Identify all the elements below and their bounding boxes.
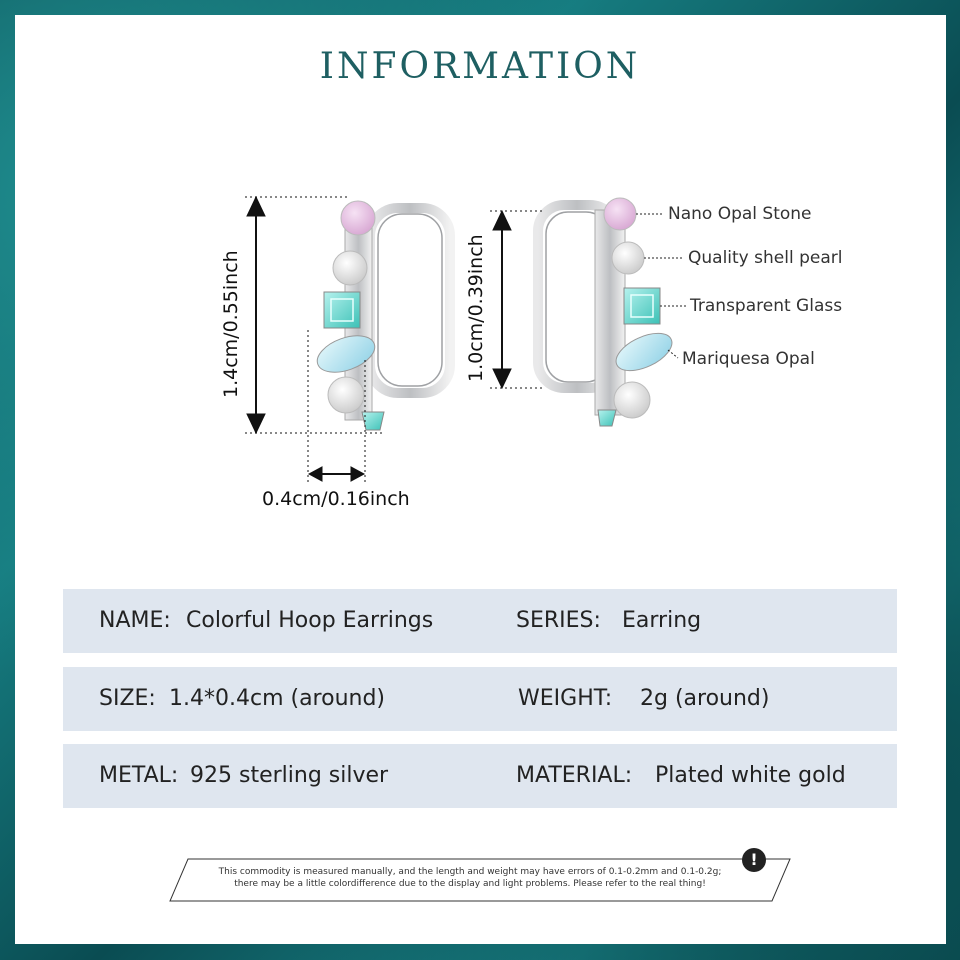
spec-row: SIZE: 1.4*0.4cm (around) WEIGHT: 2g (aro…	[63, 667, 897, 731]
spec-row: NAME: Colorful Hoop Earrings SERIES: Ear…	[63, 589, 897, 653]
notice-line-2: there may be a little colordifference du…	[234, 879, 706, 889]
callout-nano-opal: Nano Opal Stone	[668, 204, 812, 224]
spec-value: 1.4*0.4cm (around)	[169, 686, 386, 711]
spec-value: Earring	[622, 608, 702, 633]
callout-transparent-glass: Transparent Glass	[690, 296, 843, 316]
notice-line-1: This commodity is measured manually, and…	[218, 867, 722, 877]
spec-label: METAL:	[99, 763, 179, 788]
callout-shell-pearl: Quality shell pearl	[688, 248, 843, 268]
warning-icon: !	[742, 848, 766, 872]
right-earring	[533, 197, 673, 427]
spec-label: WEIGHT:	[518, 686, 613, 711]
left-height-dimension	[245, 195, 385, 435]
earring-diagram	[245, 195, 686, 485]
width-label: 0.4cm/0.16inch	[262, 488, 410, 510]
callout-mariquesa-opal: Mariquesa Opal	[682, 349, 815, 369]
spec-value: 2g (around)	[640, 686, 770, 711]
notice-text: This commodity is measured manually, and…	[200, 866, 740, 890]
spec-label: MATERIAL:	[516, 763, 633, 788]
spec-value: Plated white gold	[655, 763, 846, 788]
spec-label: NAME:	[99, 608, 171, 633]
width-dimension	[307, 330, 366, 485]
spec-value: 925 sterling silver	[190, 763, 389, 788]
spec-label: SIZE:	[99, 686, 156, 711]
spec-label: SERIES:	[516, 608, 601, 633]
spec-value: Colorful Hoop Earrings	[186, 608, 434, 633]
page-title: INFORMATION	[319, 46, 641, 87]
callout-leaders	[636, 213, 686, 359]
notice: This commodity is measured manually, and…	[170, 856, 790, 900]
spec-row: METAL: 925 sterling silver MATERIAL: Pla…	[63, 744, 897, 808]
right-height-dimension	[490, 209, 545, 390]
